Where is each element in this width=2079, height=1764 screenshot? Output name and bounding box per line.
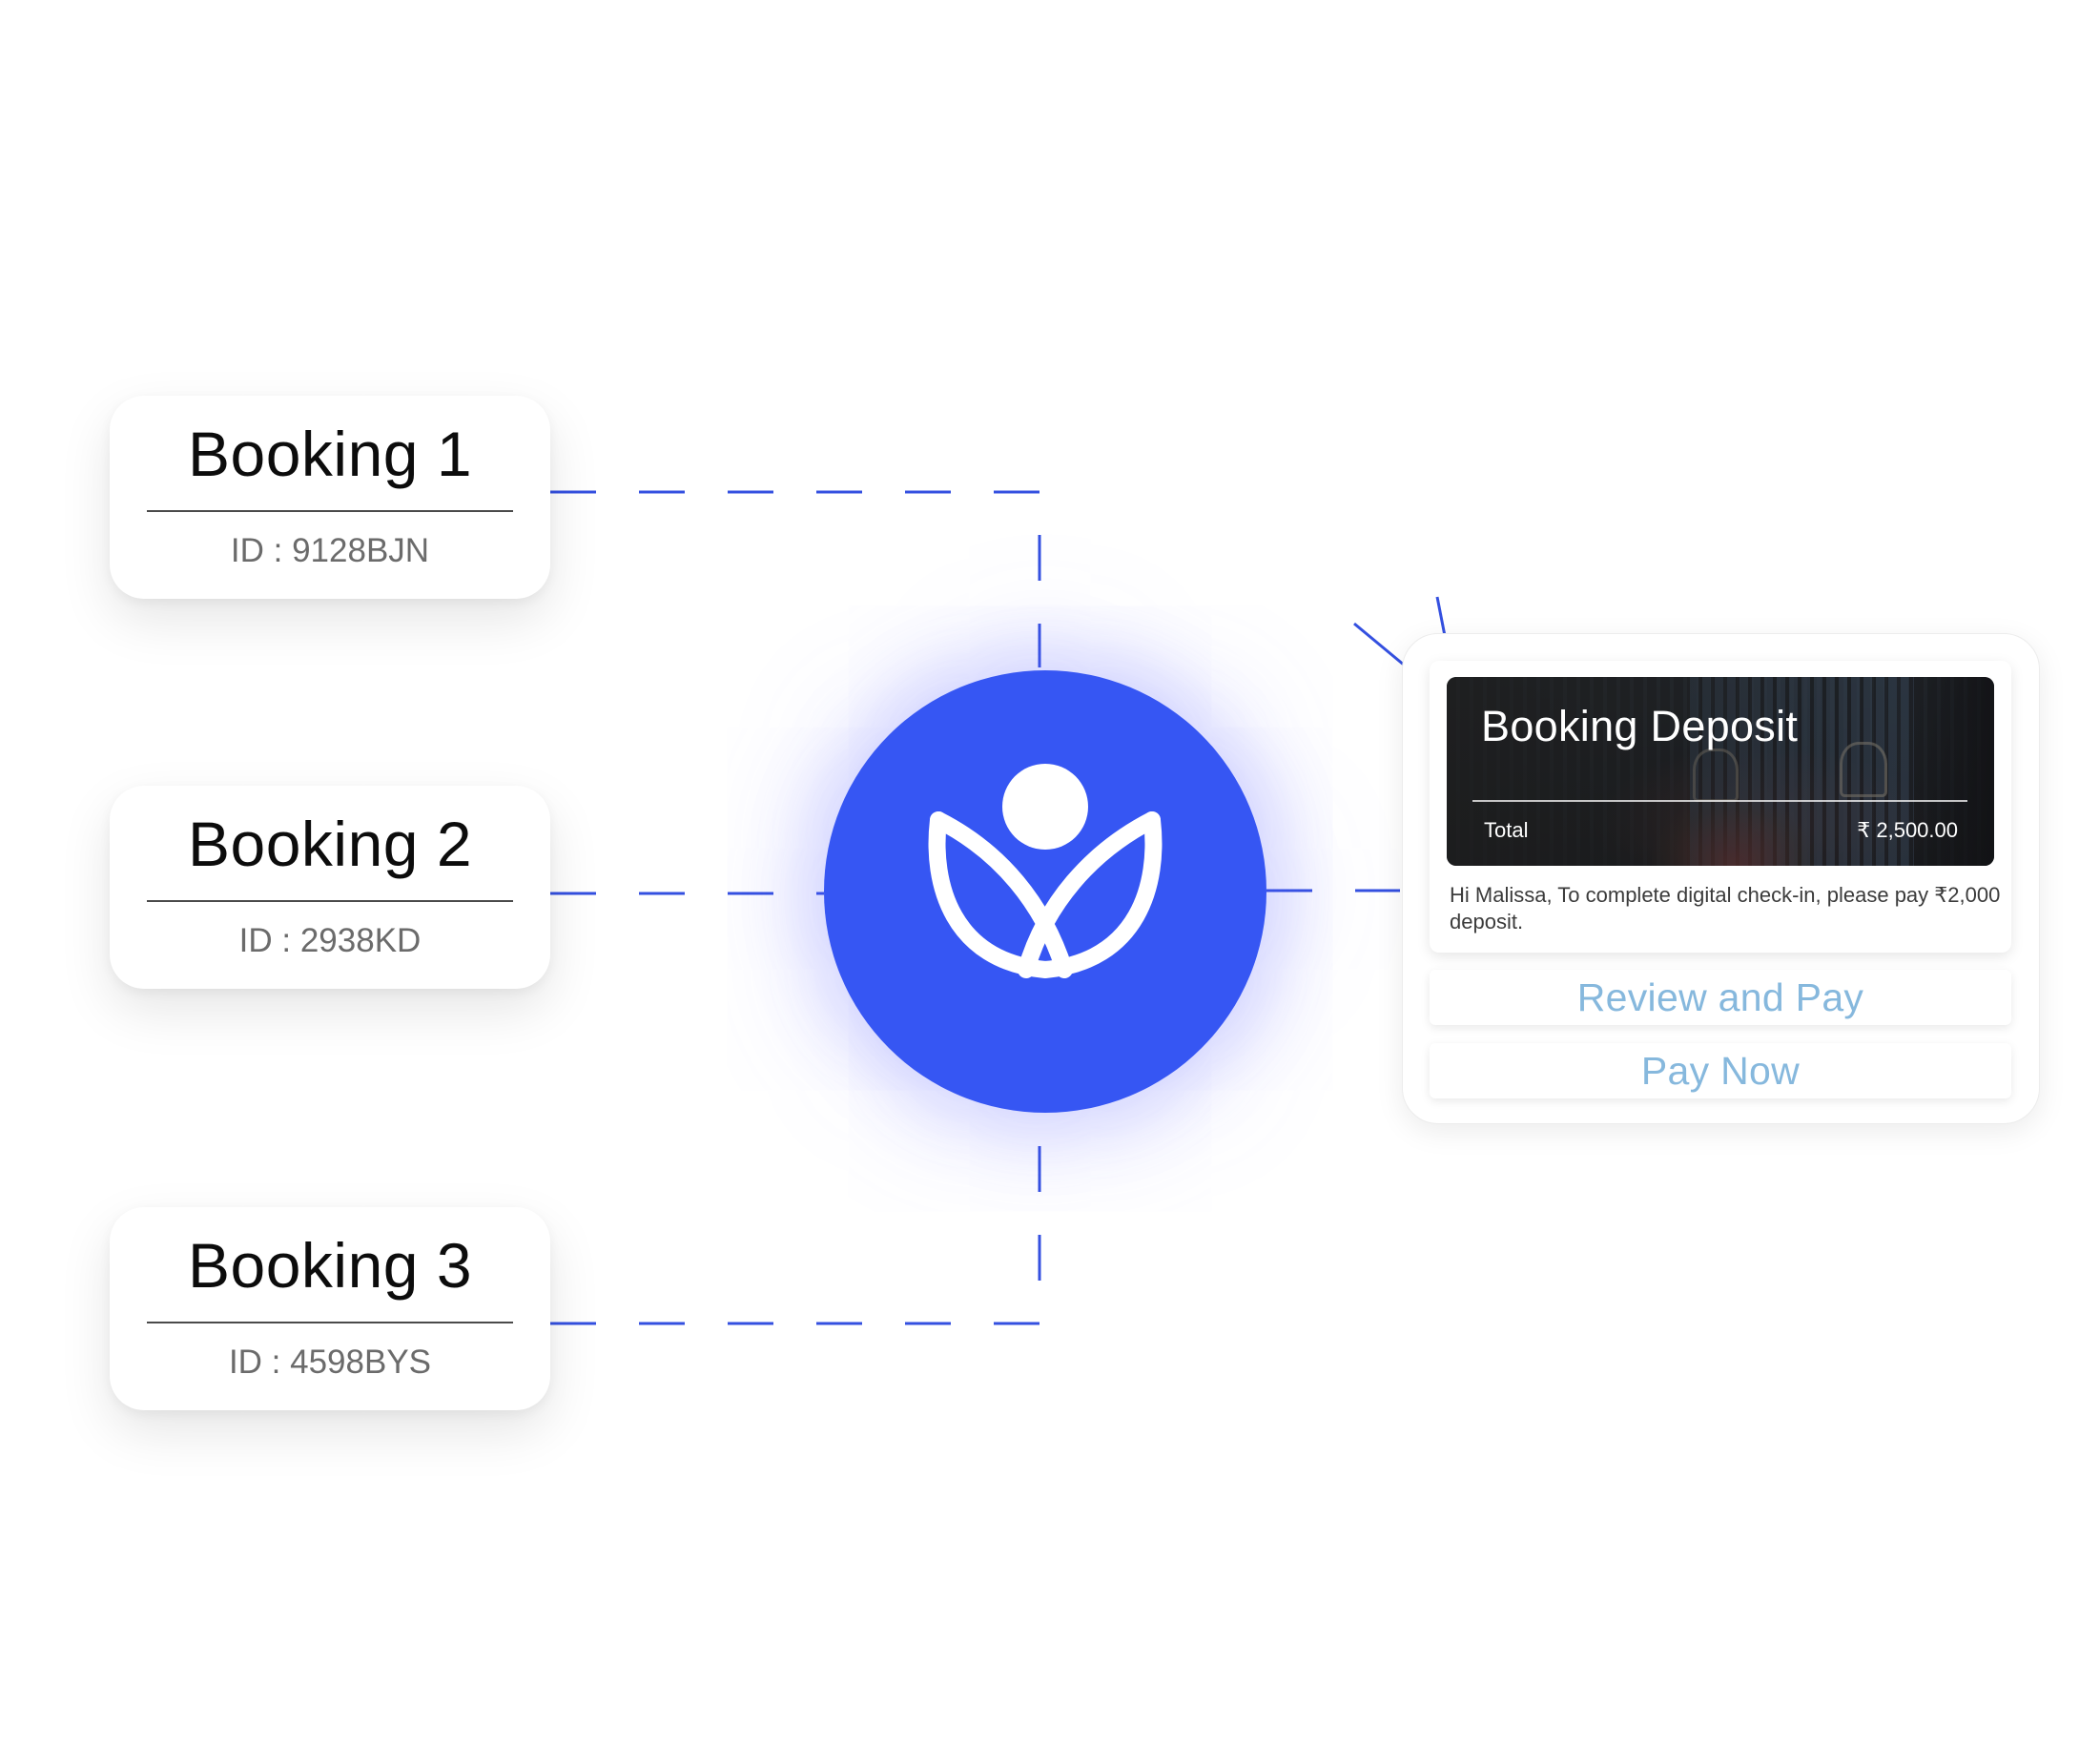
booking-card-1[interactable]: Booking 1 ID : 9128BJN (110, 396, 550, 599)
booking-card-3[interactable]: Booking 3 ID : 4598BYS (110, 1207, 550, 1410)
booking-title: Booking 2 (187, 809, 473, 879)
review-and-pay-button[interactable]: Review and Pay (1430, 970, 2011, 1025)
spark-line-left (1353, 622, 1411, 672)
booking-divider (147, 510, 513, 512)
deposit-title: Booking Deposit (1481, 702, 1799, 750)
booking-divider (147, 1322, 513, 1323)
booking-title: Booking 1 (187, 419, 473, 489)
booking-id: ID : 9128BJN (230, 532, 430, 569)
booking-id: ID : 4598BYS (228, 1344, 432, 1381)
banner-shade (1447, 677, 1994, 866)
tulip-person-logo-icon (928, 764, 1163, 978)
booking-card-2[interactable]: Booking 2 ID : 2938KD (110, 786, 550, 989)
booking-id: ID : 2938KD (238, 922, 422, 959)
booking-divider (147, 900, 513, 902)
connector-booking-3 (550, 1116, 1041, 1325)
banner-divider (1472, 800, 1967, 802)
booking-title: Booking 3 (187, 1230, 473, 1301)
deposit-banner: Booking Deposit Total ₹ 2,500.00 (1447, 677, 1994, 866)
connector-booking-1 (550, 490, 1041, 667)
deposit-message-card: Booking Deposit Total ₹ 2,500.00 Hi Mali… (1430, 661, 2011, 953)
deposit-notification-panel: Booking Deposit Total ₹ 2,500.00 Hi Mali… (1402, 633, 2040, 1124)
pay-now-button[interactable]: Pay Now (1430, 1043, 2011, 1098)
total-value: ₹ 2,500.00 (1857, 818, 1958, 842)
deposit-message: Hi Malissa, To complete digital check-in… (1450, 883, 2001, 933)
hub-circle (824, 670, 1266, 1113)
total-label: Total (1484, 818, 1529, 842)
